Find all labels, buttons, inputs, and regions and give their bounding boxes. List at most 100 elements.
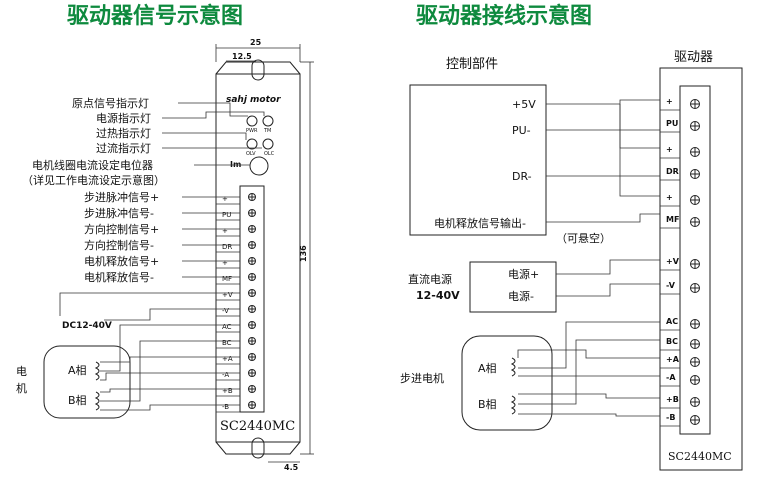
terminal-label: +: [666, 97, 673, 106]
signal-labels: 步进脉冲信号+ 步进脉冲信号- 方向控制信号+ 方向控制信号- 电机释放信号+ …: [84, 190, 240, 284]
dimension-height: 136: [299, 61, 314, 455]
svg-text:12.5: 12.5: [232, 52, 252, 61]
svg-text:OLV: OLV: [246, 151, 256, 157]
terminal-label: DR: [666, 167, 679, 176]
terminal-label: -V: [666, 281, 676, 290]
terminal-label: +A: [222, 355, 233, 363]
svg-text:机: 机: [16, 381, 27, 395]
terminal-label: +V: [222, 291, 233, 299]
screw-terminal-icon: [248, 241, 256, 249]
screw-terminal-icon: [248, 193, 256, 201]
dc-voltage-label: DC12-40V: [62, 321, 112, 331]
coil-a-icon: [94, 361, 100, 381]
svg-text:PWR: PWR: [246, 128, 258, 134]
terminal-label: DR: [222, 243, 232, 251]
svg-text:12-40V: 12-40V: [416, 289, 460, 302]
dc-power-supply: 直流电源 12-40V 电源+ 电源-: [408, 259, 660, 313]
screw-terminal-icon: [248, 273, 256, 281]
screw-terminal-icon: [690, 339, 700, 349]
screw-terminal-icon: [690, 195, 700, 205]
left-motor: 电 机 A相 B相: [16, 324, 240, 419]
terminal-label: PU: [222, 211, 231, 219]
terminal-label: +B: [666, 395, 679, 404]
screw-terminal-icon: [248, 369, 256, 377]
callout-pot-note: （详见工作电流设定示意图）: [22, 173, 165, 187]
svg-text:A相: A相: [478, 362, 497, 375]
screw-terminal-icon: [248, 401, 256, 409]
svg-text:4.5: 4.5: [284, 463, 299, 472]
brand-logo: sahj motor: [226, 95, 281, 105]
screw-terminal-icon: [248, 257, 256, 265]
led-olv-icon: [246, 138, 258, 150]
terminal-label: -A: [666, 373, 676, 382]
screw-terminal-icon: [248, 209, 256, 217]
svg-text:B相: B相: [478, 398, 497, 411]
callout-overcurrent-led: 过流指示灯: [96, 141, 151, 155]
float-note: （可悬空）: [556, 231, 611, 245]
signal-label: 方向控制信号+: [84, 222, 159, 236]
coil-a-icon: [510, 357, 516, 377]
left-title: 驱动器信号示意图: [67, 3, 243, 29]
terminal-label: -B: [666, 413, 675, 422]
terminal-label: MF: [222, 275, 232, 283]
svg-text:OLC: OLC: [264, 151, 275, 157]
driver-body: [215, 59, 301, 459]
terminal-label: +V: [666, 257, 680, 266]
svg-text:DR-: DR-: [512, 170, 532, 183]
right-title: 驱动器接线示意图: [416, 3, 592, 29]
driver-title: 驱动器: [674, 50, 713, 65]
dimension-hole: 12.5: [226, 52, 256, 62]
terminal-label: +: [222, 195, 228, 203]
terminal-label: BC: [666, 337, 678, 346]
screw-terminal-icon: [248, 289, 256, 297]
callout-origin-led: 原点信号指示灯: [72, 96, 149, 110]
screw-terminal-icon: [690, 147, 700, 157]
dimension-width: 25: [215, 38, 301, 62]
terminal-label: MF: [666, 215, 679, 224]
svg-text:电源-: 电源-: [508, 289, 534, 303]
screw-terminal-icon: [248, 385, 256, 393]
motor-label: 步进电机: [400, 371, 444, 385]
screw-terminal-icon: [248, 321, 256, 329]
terminal-label: -V: [222, 307, 229, 315]
terminal-label: -B: [222, 403, 229, 411]
screw-terminal-icon: [690, 217, 700, 227]
svg-text:TM: TM: [263, 128, 271, 134]
screw-terminal-icon: [248, 225, 256, 233]
coil-b-icon: [94, 391, 100, 411]
screw-terminal-icon: [248, 337, 256, 345]
left-dc-supply: DC12-40V: [59, 292, 240, 331]
dimension-bottom: 4.5: [268, 461, 300, 472]
signal-label: 电机释放信号+: [84, 254, 159, 268]
terminal-label: BC: [222, 339, 232, 347]
terminal-label: +: [222, 259, 228, 267]
pot-label: Im: [230, 160, 241, 169]
phase-a-label: A相: [68, 364, 87, 377]
screw-terminal-icon: [690, 99, 700, 109]
signal-label: 步进脉冲信号-: [84, 206, 154, 220]
screw-terminal-icon: [248, 305, 256, 313]
svg-text:直流电源: 直流电源: [408, 272, 452, 286]
signal-label: 步进脉冲信号+: [84, 190, 159, 204]
terminal-label: +: [222, 227, 228, 235]
phase-b-label: B相: [68, 394, 87, 407]
svg-text:电机释放信号输出-: 电机释放信号输出-: [434, 216, 526, 230]
terminal-label: +: [666, 145, 673, 154]
led-tm-icon: [262, 115, 274, 127]
terminal-label: +: [666, 193, 673, 202]
control-unit: +5V PU- DR- 电机释放信号输出- （可悬空）: [409, 84, 611, 245]
control-unit-title: 控制部件: [446, 57, 498, 72]
right-motor: 步进电机 A相 B相: [400, 321, 660, 431]
terminal-label: AC: [222, 323, 232, 331]
terminal-label: AC: [666, 317, 678, 326]
potentiometer-icon: [249, 156, 269, 176]
svg-text:电: 电: [16, 365, 27, 378]
led-olc-icon: [262, 138, 274, 150]
screw-terminal-icon: [690, 121, 700, 131]
screw-terminal-icon: [248, 353, 256, 361]
coil-b-icon: [510, 395, 516, 415]
svg-text:136: 136: [299, 245, 308, 262]
